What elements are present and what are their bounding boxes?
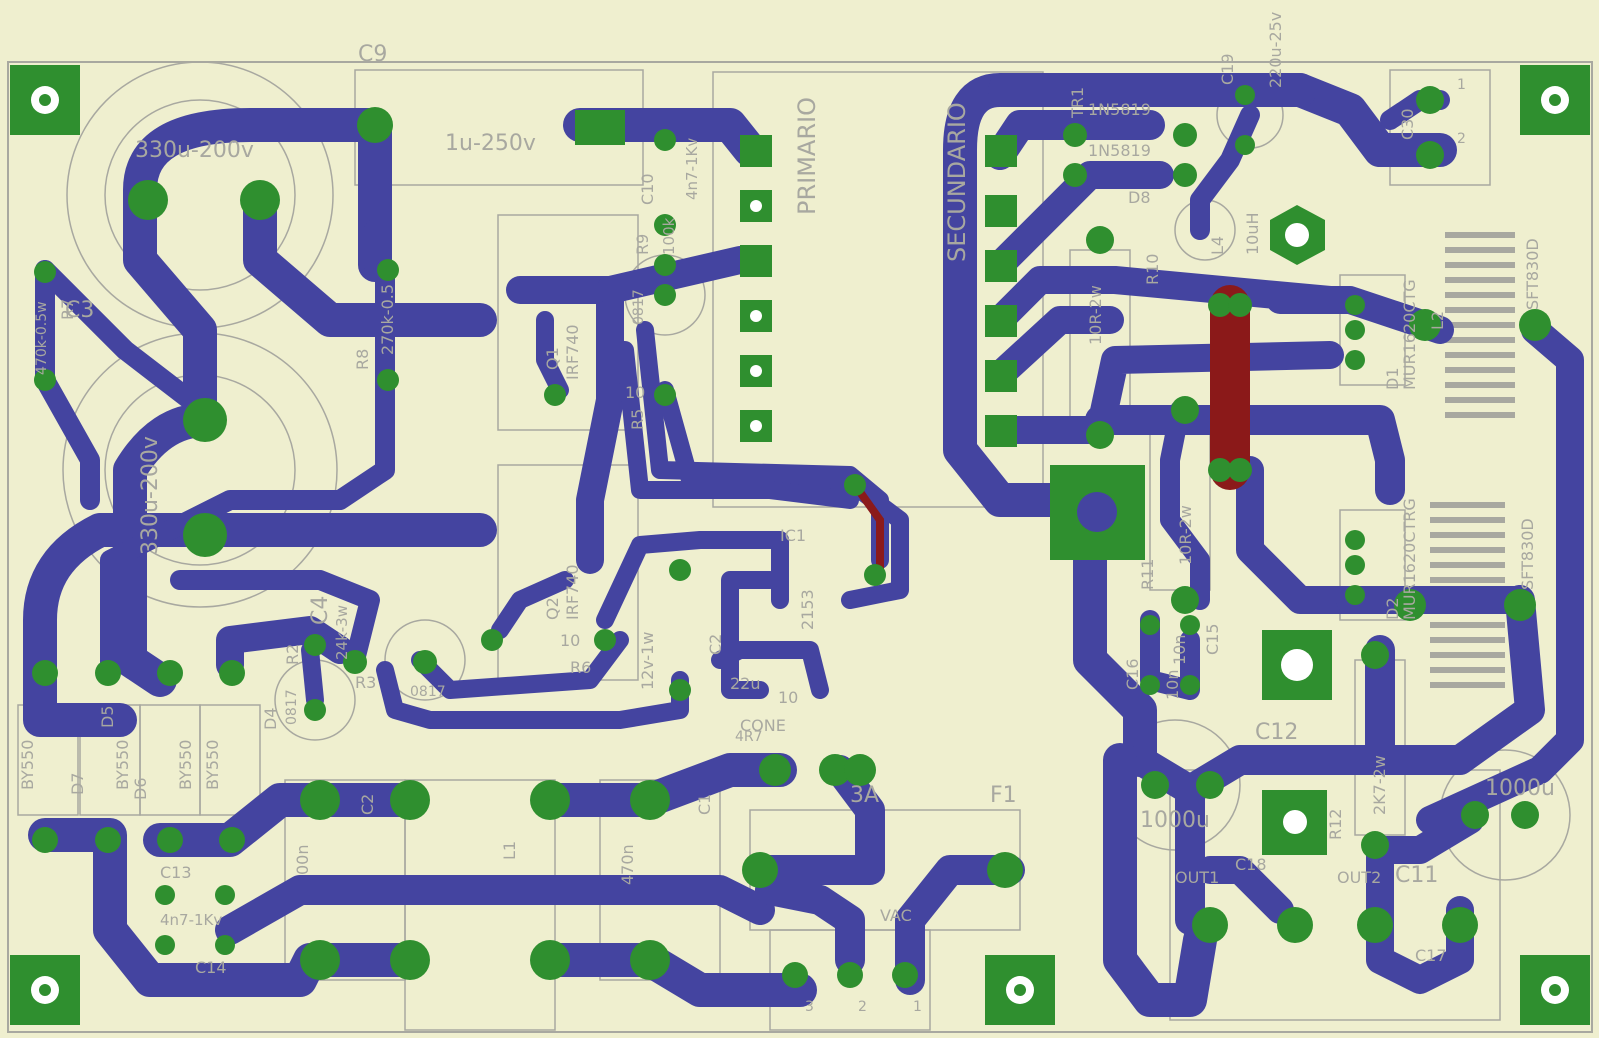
square-pads bbox=[10, 65, 1590, 1025]
board-outline bbox=[7, 61, 1593, 1033]
top-layer-bridge bbox=[1210, 305, 1250, 470]
round-pads bbox=[32, 85, 1551, 988]
silkscreen-layer bbox=[17, 61, 1571, 1031]
heatsink-1 bbox=[1445, 232, 1515, 418]
